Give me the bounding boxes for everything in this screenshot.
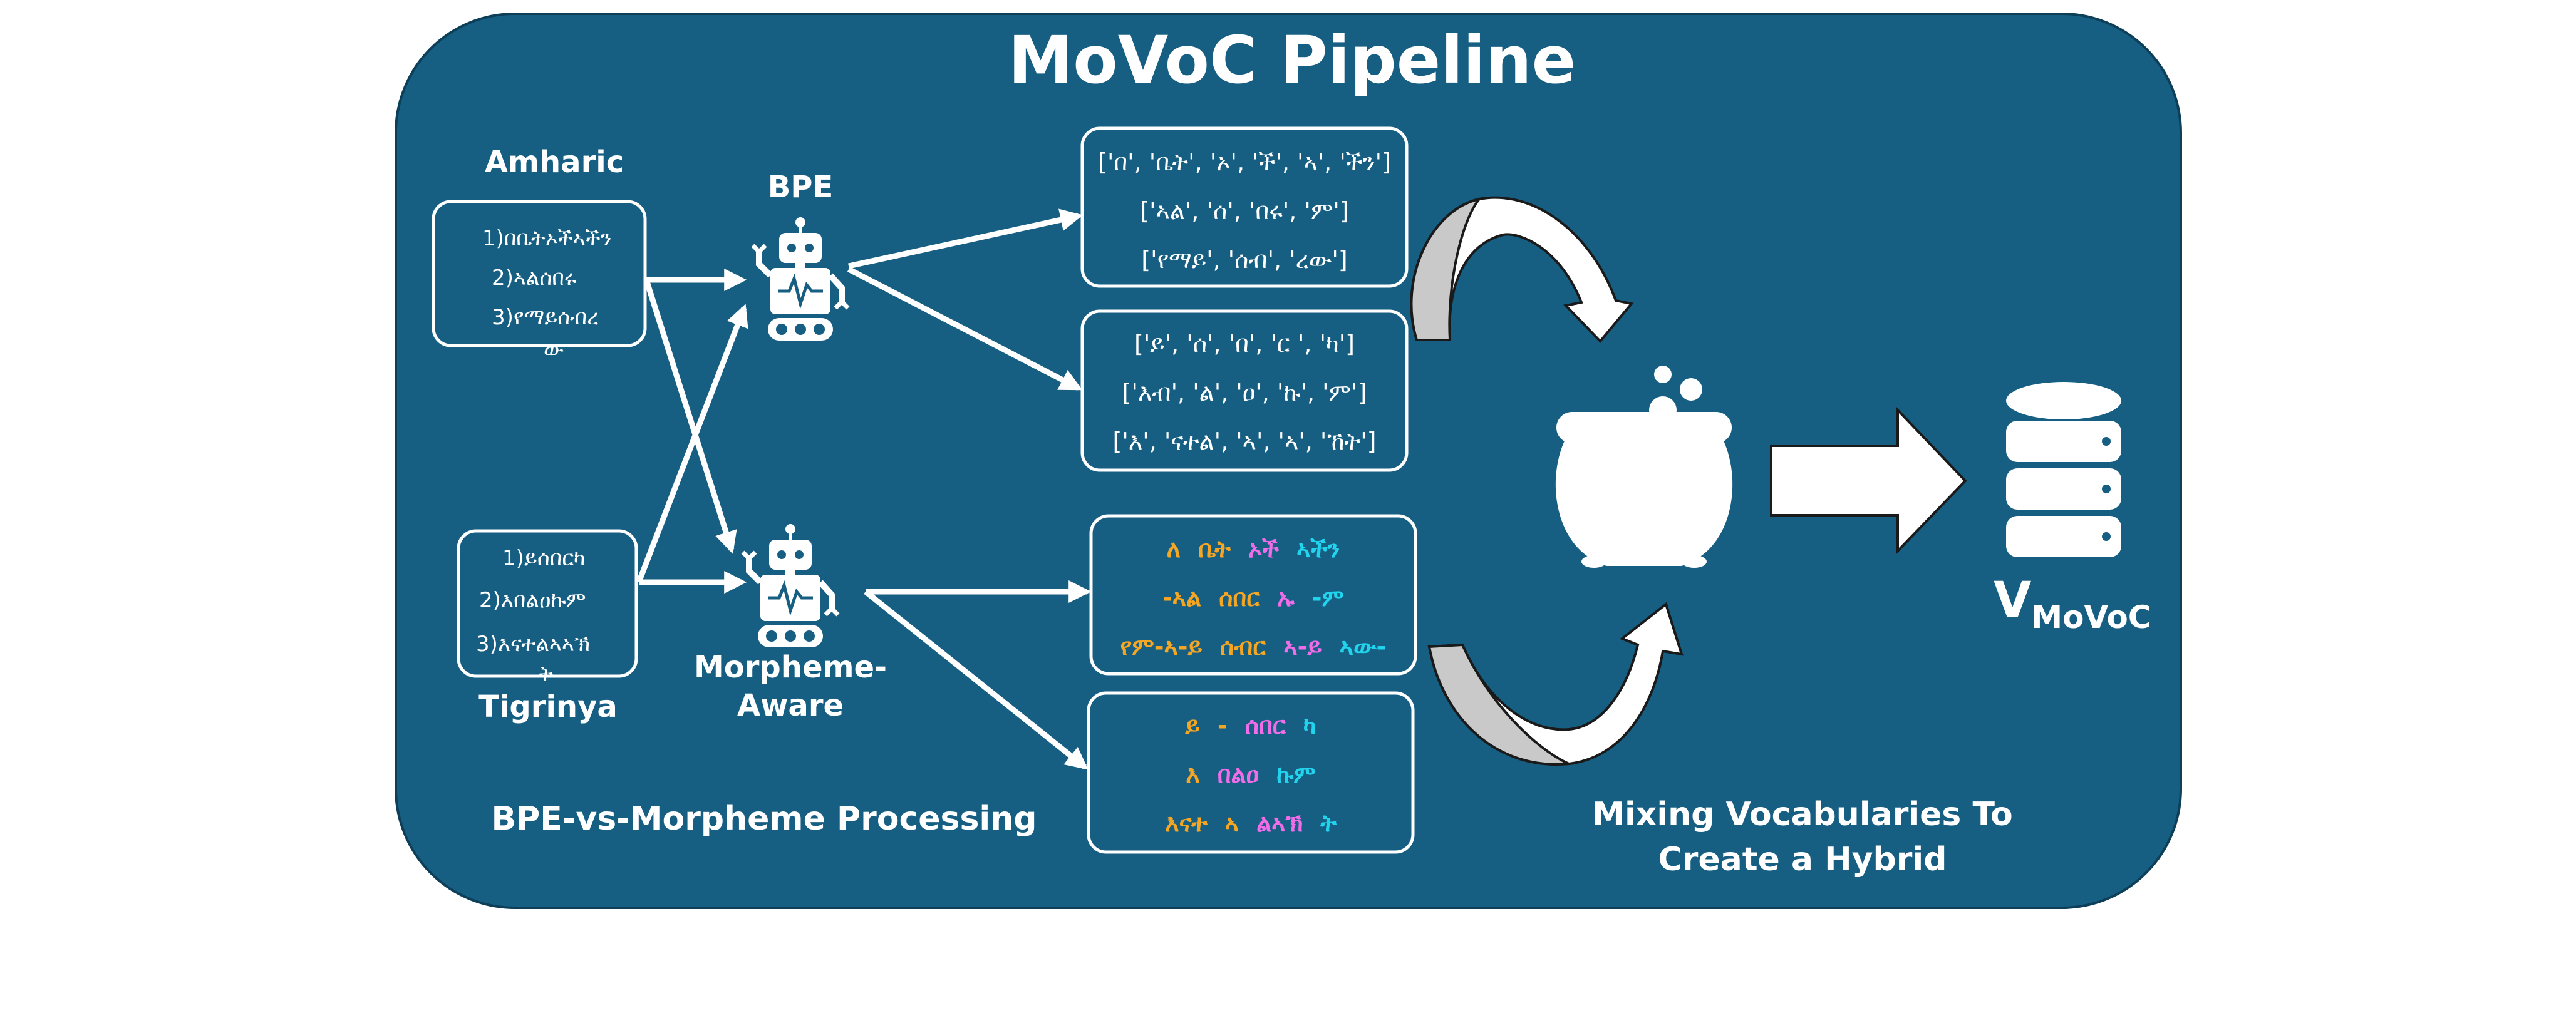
tigrinya-line-4: ት [539,662,553,687]
pipeline-title: MoVoC Pipeline [1008,22,1576,98]
arrow-amharic-to-morpheme [643,279,737,554]
tigrinya-line-2: 2)እበልዐኩም [479,588,586,613]
tigrinya-label: Tigrinya [478,689,618,724]
section-bpe-vs-morpheme: BPE-vs-Morpheme Processing [492,800,1037,838]
tigrinya-input-box [457,529,638,678]
pipeline-panel [395,13,2182,909]
tigrinya-line-3: 3)እናተልኣኣኽ [476,632,590,657]
amharic-label: Amharic [485,145,624,180]
arrow-bpe-to-tigrinya-tokens [847,267,1083,391]
morph-tigrinya-token: ኩም [1276,761,1316,788]
cauldron-icon [1555,366,1733,568]
morph-amharic-token: ሰበር [1219,584,1260,612]
amharic-line-1: 1)በቤትኦችኣችን [482,226,612,251]
bpe-label: BPE [768,170,834,205]
morph-tigrinya-token: ሰበር [1245,712,1286,739]
morph-amharic-tokens-box [1089,514,1417,676]
morph-tigrinya-token: ኣ [1225,810,1239,837]
bpe-amharic-token-line: ['በ', 'ቤት', 'ኦ', 'ች', 'ኣ', 'ችን'] [1098,148,1391,176]
output-arrow [1770,407,1967,554]
morph-amharic-token: -ኣል [1162,584,1201,612]
morph-amharic-tokens: ለ ቤት ኦች ኣችን -ኣል ሰበር ኡ -ም የም-ኣ-ይ ሰብር ኣ-ይ ኣው- [1120,535,1387,660]
curved-arrow-bottom-shadow [1427,643,1574,766]
morph-amharic-token: ኡ [1277,584,1295,612]
arrow-morpheme-to-tigrinya-tokens [864,589,1089,770]
amharic-line-2: 2)ኣልሰበሩ [492,265,577,290]
bpe-tigrinya-token-line: ['እ', 'ናተል', 'ኣ', 'ኣ', 'ኸት'] [1113,428,1377,455]
morph-tigrinya-token: ልኣኽ [1256,810,1303,837]
morph-tigrinya-tokens: ይ-ሰበር ካ እ በልዐ ኩም እናተ ኣ ልኣኽ ት [1165,712,1337,837]
morph-amharic-token: -ም [1312,584,1344,612]
output-v: V [1994,572,2031,629]
morph-tigrinya-token: ይ [1185,712,1200,739]
morph-tigrinya-token: በልዐ [1218,761,1259,788]
bpe-amharic-token-line: ['ኣል', 'ሰ', 'በሩ', 'ም'] [1140,197,1348,225]
bpe-amharic-tokens-box [1080,126,1409,288]
amharic-line-3: 3)የማይሰብረ [492,305,599,330]
bpe-tigrinya-token-line: ['ይ', 'ሰ', 'በ', 'ር ', 'ካ'] [1134,330,1355,357]
section-mixing-line1: Mixing Vocabularies To [1592,796,2013,833]
bpe-amharic-token-line: ['የማይ', 'ሰብ', 'ረው'] [1141,246,1347,274]
output-subscript: MoVoC [2031,599,2151,635]
morph-amharic-token: ኣ-ይ [1283,633,1322,660]
arrow-tigrinya-to-bpe [636,304,748,583]
morph-amharic-token: ቤት [1198,535,1231,563]
morpheme-robot-icon [741,524,840,647]
bpe-tigrinya-token-line: ['እብ', 'ል', 'ዐ', 'ኩ', 'ም'] [1122,379,1367,406]
morph-amharic-token: ኣችን [1296,535,1340,563]
morph-amharic-token: ሰብር [1220,633,1266,660]
morph-amharic-token: ኦች [1248,535,1279,563]
curved-arrow-top-shadow [1410,197,1483,341]
amharic-input-box [432,200,647,347]
bpe-tigrinya-tokens-box [1080,309,1409,472]
morph-amharic-token: ለ [1167,535,1181,563]
database-icon [2006,382,2121,557]
morph-amharic-token: የም-ኣ-ይ [1120,633,1203,660]
morpheme-label-line1: Morpheme- [694,650,887,685]
morph-tigrinya-tokens-box [1087,691,1415,854]
morph-tigrinya-token: ካ [1303,712,1316,739]
morph-tigrinya-token: - [1218,712,1228,739]
morph-tigrinya-token: እ [1186,761,1200,788]
tigrinya-line-1: 1)ይሰበርካ [502,546,586,571]
morpheme-label-line2: Aware [737,688,844,723]
morph-tigrinya-token: እናተ [1165,810,1208,837]
morph-tigrinya-token: ት [1320,810,1337,837]
bpe-robot-icon [751,217,850,341]
arrow-bpe-to-amharic-tokens [848,208,1084,269]
amharic-line-4: ው [544,337,564,362]
section-mixing-line2: Create a Hybrid [1658,841,1947,878]
output-label: VMoVoC [1994,572,2151,635]
morph-amharic-token: ኣው- [1340,633,1387,660]
